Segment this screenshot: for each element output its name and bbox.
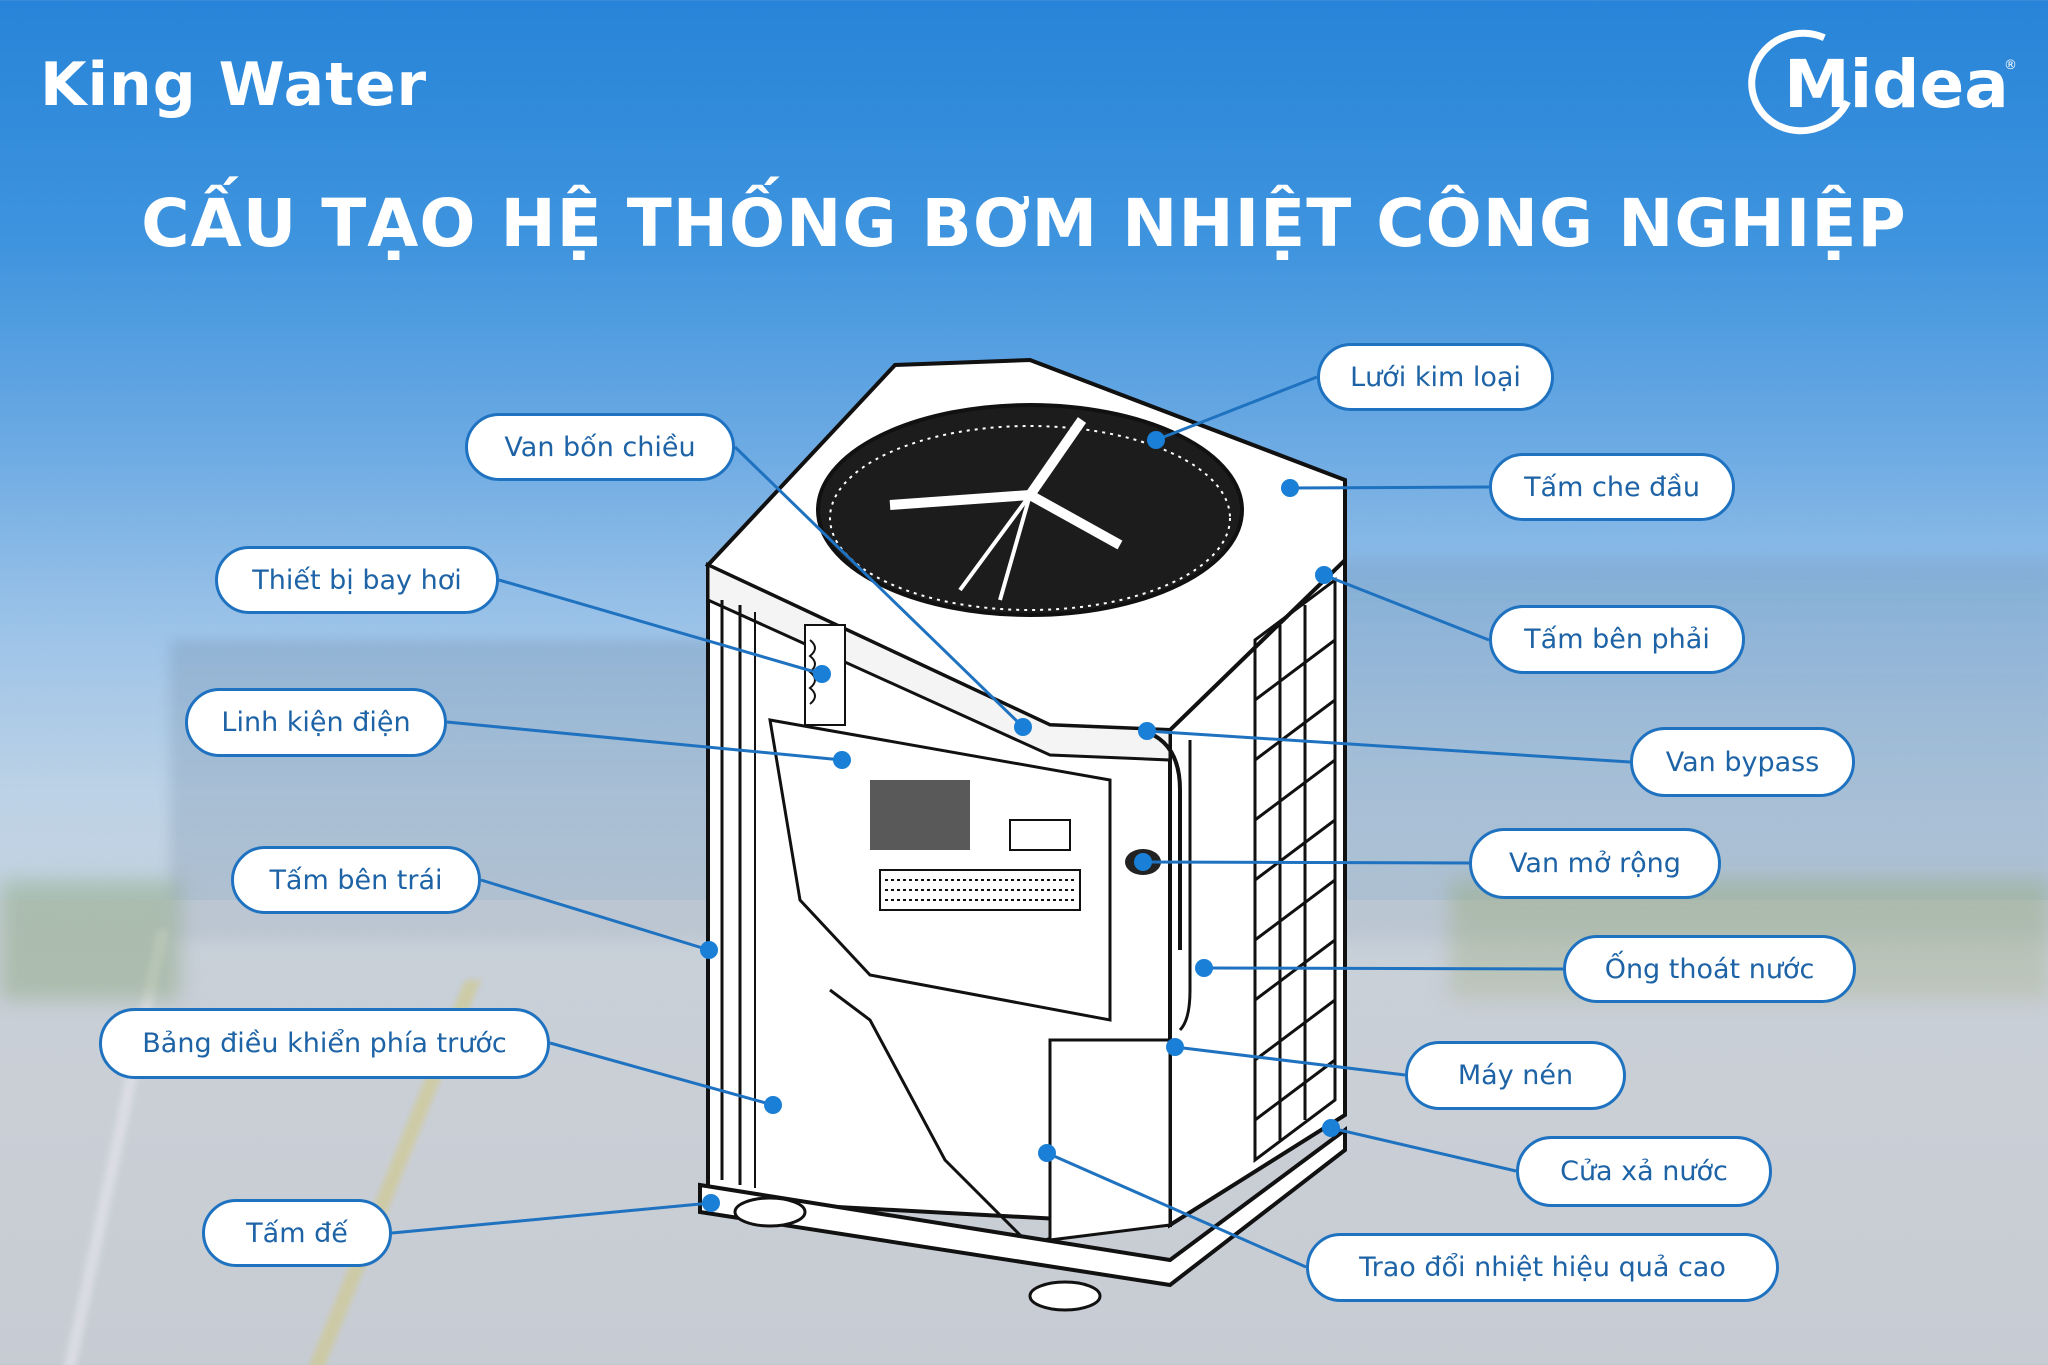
- marker-dot-van-bypass: [1138, 722, 1156, 740]
- label-tam-ben-trai: Tấm bên trái: [231, 846, 481, 914]
- label-trao-doi-nhiet-hieu-qua-cao: Trao đổi nhiệt hiệu quả cao: [1306, 1233, 1779, 1302]
- midea-logo: Midea ®: [1733, 14, 2018, 150]
- marker-dot-luoi-kim-loai: [1147, 431, 1165, 449]
- label-ong-thoat-nuoc: Ống thoát nước: [1563, 935, 1856, 1003]
- label-linh-kien-dien: Linh kiện điện: [185, 688, 447, 757]
- label-tam-che-dau: Tấm che đầu: [1489, 453, 1735, 521]
- marker-dot-tam-che-dau: [1281, 479, 1299, 497]
- label-luoi-kim-loai: Lưới kim loại: [1317, 343, 1554, 411]
- marker-dot-thiet-bi-bay-hoi: [813, 665, 831, 683]
- label-tam-ben-phai: Tấm bên phải: [1489, 605, 1745, 674]
- label-tam-de: Tấm đế: [202, 1199, 392, 1267]
- marker-dot-van-bon-chieu: [1014, 718, 1032, 736]
- king-water-logo: King Water: [40, 50, 428, 120]
- midea-wordmark: Midea: [1784, 46, 2009, 123]
- marker-dot-tam-ben-phai: [1315, 566, 1333, 584]
- label-van-mo-rong: Van mở rộng: [1469, 828, 1721, 899]
- page-title: CẤU TẠO HỆ THỐNG BƠM NHIỆT CÔNG NGHIỆP: [141, 185, 1907, 262]
- marker-dot-cua-xa-nuoc: [1322, 1119, 1340, 1137]
- marker-dot-tam-de: [702, 1194, 720, 1212]
- label-van-bon-chieu: Van bốn chiều: [465, 413, 735, 481]
- marker-dot-van-mo-rong: [1134, 853, 1152, 871]
- label-thiet-bi-bay-hoi: Thiết bị bay hơi: [215, 546, 499, 614]
- registered-mark: ®: [2004, 58, 2017, 73]
- marker-dot-bang-dieu-khien: [764, 1096, 782, 1114]
- label-may-nen: Máy nén: [1405, 1041, 1626, 1110]
- marker-dot-may-nen: [1166, 1038, 1184, 1056]
- marker-dot-linh-kien-dien: [833, 751, 851, 769]
- label-cua-xa-nuoc: Cửa xả nước: [1516, 1136, 1772, 1207]
- label-bang-dieu-khien-phia-truoc: Bảng điều khiển phía trước: [99, 1008, 550, 1079]
- marker-dot-ong-thoat-nuoc: [1195, 959, 1213, 977]
- marker-dot-trao-doi-nhiet: [1038, 1144, 1056, 1162]
- label-van-bypass: Van bypass: [1630, 727, 1855, 797]
- marker-dot-tam-ben-trai: [700, 941, 718, 959]
